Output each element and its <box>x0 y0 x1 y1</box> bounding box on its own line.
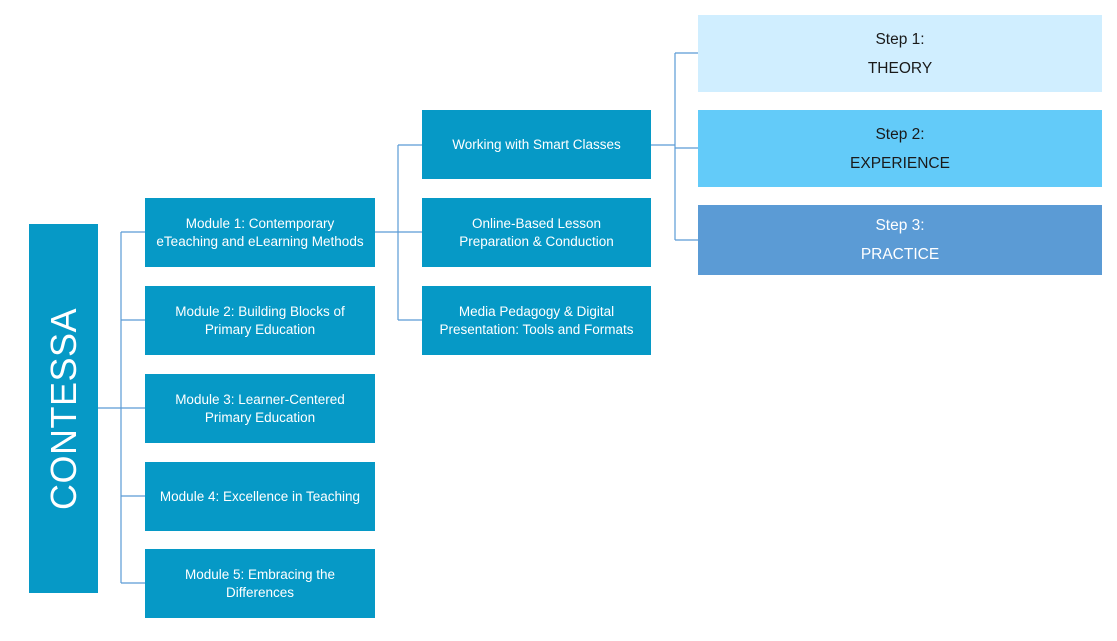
module-3-box: Module 3: Learner-Centered Primary Educa… <box>145 374 375 443</box>
step-3-label: PRACTICE <box>860 246 940 263</box>
module-1-line-1: Module 1: Contemporary <box>185 215 335 231</box>
topic-1-line-1: Working with Smart Classes <box>452 136 621 152</box>
step-2-number: Step 2: <box>875 125 925 143</box>
step-1-label: THEORY <box>867 59 933 77</box>
step-2-box: Step 2: EXPERIENCE <box>698 110 1102 187</box>
step-3-box: Step 3: PRACTICE <box>698 205 1102 275</box>
root-label: CONTESSA <box>42 307 84 510</box>
module-5-box: Module 5: Embracing the Differences <box>145 549 375 618</box>
root-node-contessa: CONTESSA <box>29 224 98 593</box>
topic-2-line-2: Preparation & Conduction <box>459 233 614 249</box>
module-2-box: Module 2: Building Blocks of Primary Edu… <box>145 286 375 355</box>
module-3-line-2: Primary Education <box>204 409 316 425</box>
topic-3-line-2: Presentation: Tools and Formats <box>439 321 634 337</box>
step-1-number: Step 1: <box>875 30 925 48</box>
connector-root-modules <box>98 231 145 584</box>
step-2-label: EXPERIENCE <box>850 154 950 172</box>
topic-2-line-1: Online-Based Lesson <box>471 215 602 231</box>
module-4-box: Module 4: Excellence in Teaching <box>145 462 375 531</box>
module-5-line-1: Module 5: Embracing the <box>184 566 336 582</box>
step-3-number: Step 3: <box>875 217 925 234</box>
module-1-line-2: eTeaching and eLearning Methods <box>156 233 364 249</box>
module-5-line-2: Differences <box>225 584 295 600</box>
module-4-line-1: Module 4: Excellence in Teaching <box>159 488 361 504</box>
topic-2-box: Online-Based Lesson Preparation & Conduc… <box>422 198 651 267</box>
module-2-line-2: Primary Education <box>204 321 316 337</box>
module-2-line-1: Module 2: Building Blocks of <box>175 303 345 319</box>
module-3-line-1: Module 3: Learner-Centered <box>175 391 345 407</box>
connector-topic1-steps <box>651 52 698 241</box>
topic-3-line-1: Media Pedagogy & Digital <box>458 303 615 319</box>
module-1-box: Module 1: Contemporary eTeaching and eLe… <box>145 198 375 267</box>
topic-1-box: Working with Smart Classes <box>422 110 651 179</box>
connector-module1-topics <box>375 144 422 321</box>
topic-3-box: Media Pedagogy & Digital Presentation: T… <box>422 286 651 355</box>
step-1-box: Step 1: THEORY <box>698 15 1102 92</box>
